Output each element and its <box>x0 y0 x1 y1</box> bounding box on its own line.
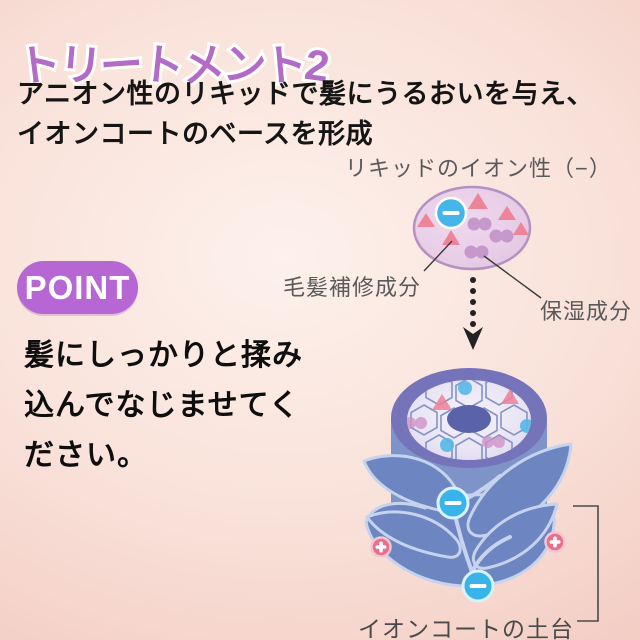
cortex-components <box>407 381 531 452</box>
page-subtitle: アニオン性のリキッドで髪にうるおいを与え、 イオンコートのベースを形成 <box>17 74 594 154</box>
ion-coat-leaves <box>362 442 573 588</box>
callout-line-moisture <box>483 255 542 299</box>
hair-cross-section-diagram <box>362 368 599 622</box>
point-text-line-1: 髪にしっかりと揉み <box>24 339 303 372</box>
point-badge: POINT <box>17 261 138 314</box>
repair-component-label: 毛髪補修成分 <box>283 275 422 300</box>
liquid-drop-diagram <box>412 185 542 299</box>
minus-ion-icon <box>461 569 495 603</box>
dotted-down-arrow-icon <box>463 277 483 350</box>
point-body-text: 髪にしっかりと揉み 込んでなじませてく ださい。 <box>24 331 303 481</box>
callout-line-repair <box>423 240 453 272</box>
repair-triangle-icons <box>417 193 529 245</box>
point-text-line-2: 込んでなじませてく <box>24 389 300 422</box>
caption-bracket-line <box>573 505 599 622</box>
ion-coat-base-caption: イオンコートの土台 <box>358 616 574 640</box>
moisture-component-label: 保湿成分 <box>540 299 633 324</box>
minus-ion-icon <box>436 486 470 520</box>
liquid-ionicity-label: リキッドのイオン性（−） <box>345 156 612 181</box>
medulla <box>447 405 491 433</box>
moisture-blob-icons <box>464 217 514 259</box>
minus-ion-icon <box>434 196 468 230</box>
subtitle-line-2: イオンコートのベースを形成 <box>17 119 374 149</box>
plus-ion-icon <box>370 536 392 558</box>
plus-ion-icon <box>544 531 566 553</box>
point-text-line-3: ださい。 <box>24 439 148 472</box>
subtitle-line-1: アニオン性のリキッドで髪にうるおいを与え、 <box>17 79 594 109</box>
